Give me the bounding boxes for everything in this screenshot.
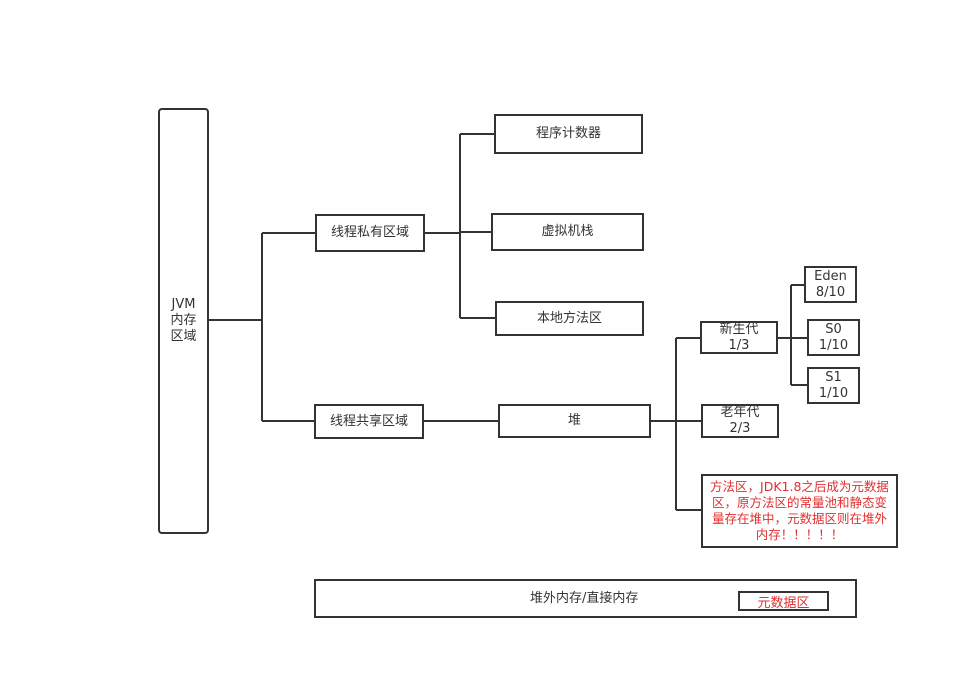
offheap-memory-node: 堆外内存/直接内存 [314,579,857,618]
method-area-note-label: 方法区，JDK1.8之后成为元数据区，原方法区的常量池和静态变量存在堆中，元数据… [710,479,889,542]
jvm-memory-label: JVM 内存 区域 [170,297,197,344]
old-gen-node: 老年代 2/3 [701,404,779,438]
vm-stack-node: 虚拟机栈 [491,213,644,251]
young-gen-label: 新生代 1/3 [719,321,759,353]
thread-private-node: 线程私有区域 [315,214,425,252]
eden-node: Eden 8/10 [804,266,857,303]
metaspace-label: 元数据区 [757,595,810,611]
pc-register-node: 程序计数器 [494,114,643,154]
native-method-node: 本地方法区 [495,301,644,336]
s1-node: S1 1/10 [807,367,860,404]
heap-label: 堆 [567,413,581,428]
s0-label: S0 1/10 [818,321,849,353]
eden-label: Eden 8/10 [814,268,847,300]
s1-label: S1 1/10 [818,369,849,401]
pc-register-label: 程序计数器 [535,126,601,141]
young-gen-node: 新生代 1/3 [700,321,778,354]
s0-node: S0 1/10 [807,319,860,356]
native-method-label: 本地方法区 [536,310,602,326]
old-gen-label: 老年代 2/3 [720,405,760,436]
method-area-note-node: 方法区，JDK1.8之后成为元数据区，原方法区的常量池和静态变量存在堆中，元数据… [701,474,898,548]
vm-stack-label: 虚拟机栈 [541,224,594,239]
thread-shared-label: 线程共享区域 [329,413,408,429]
heap-node: 堆 [498,404,651,438]
metaspace-node: 元数据区 [738,591,829,611]
thread-shared-node: 线程共享区域 [314,404,424,439]
jvm-memory-node: JVM 内存 区域 [158,108,209,534]
thread-private-label: 线程私有区域 [330,225,409,240]
offheap-memory-label: 堆外内存/直接内存 [530,590,639,606]
